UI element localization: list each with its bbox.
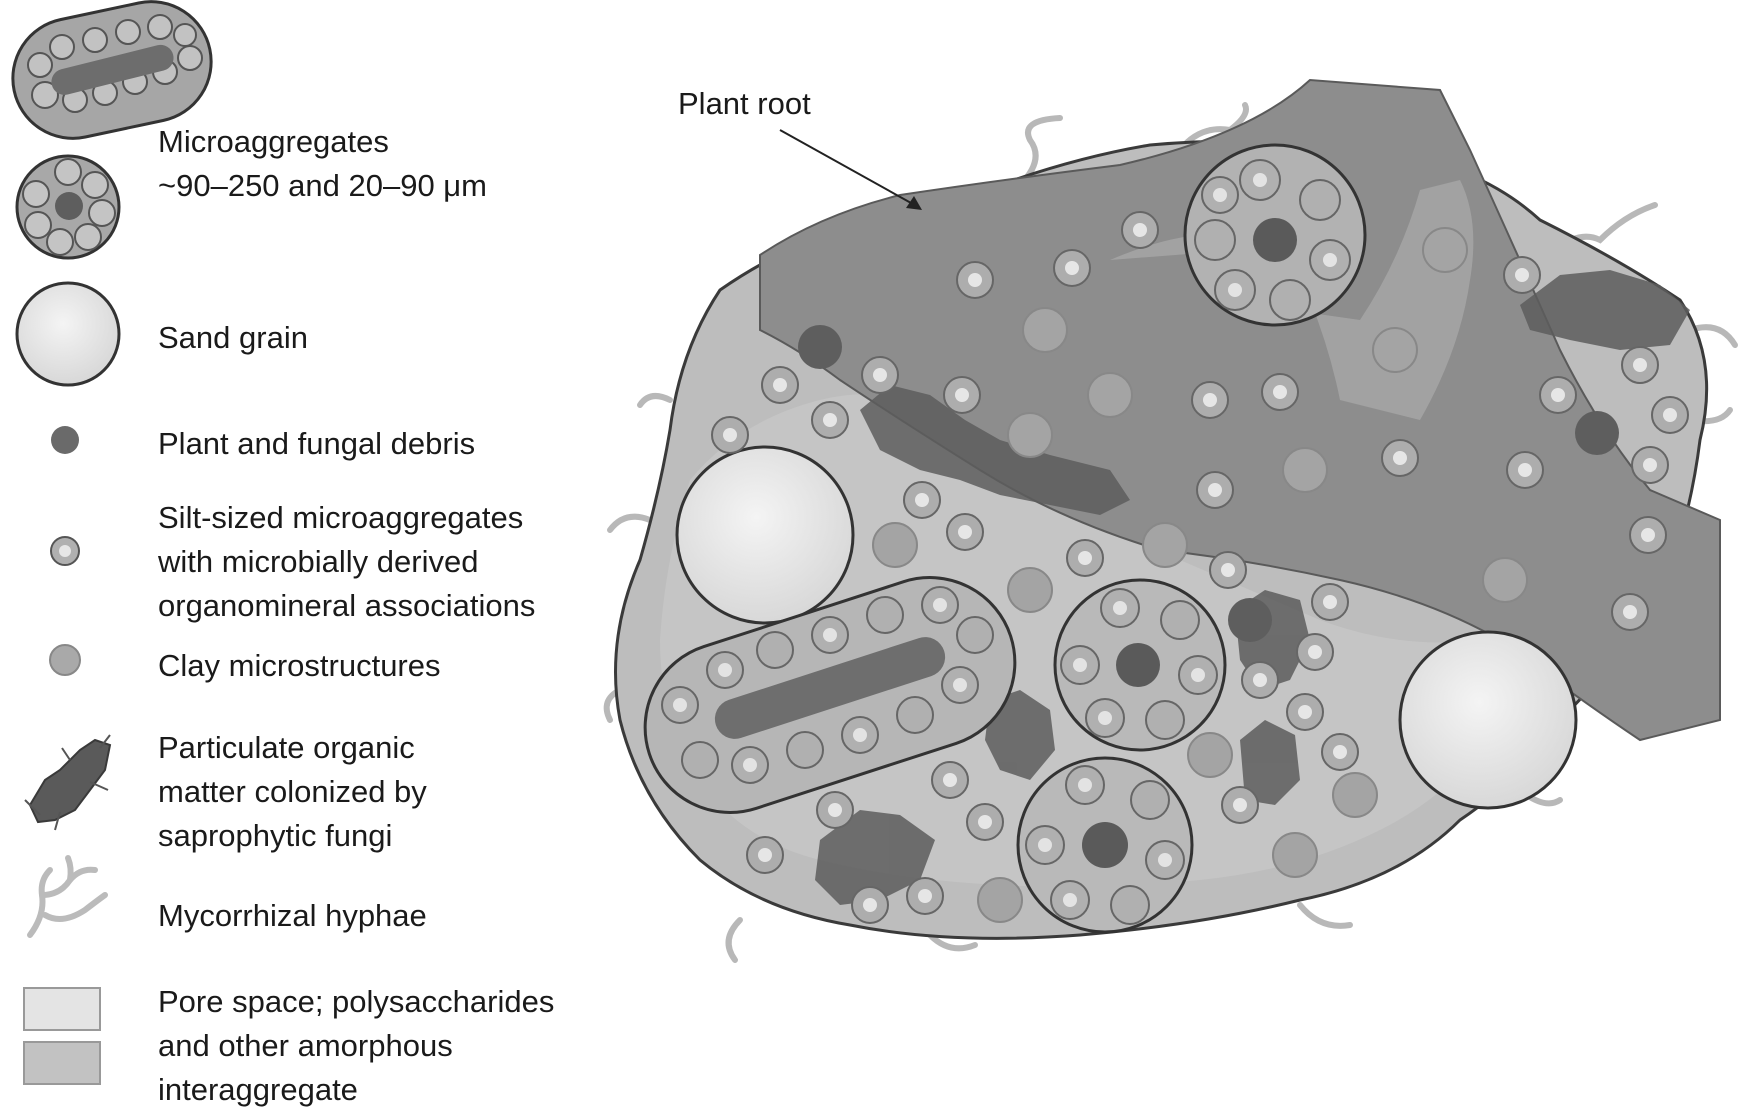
legend-line: Plant and fungal debris <box>158 422 475 466</box>
legend-label-plant-fungal-debris: Plant and fungal debris <box>158 422 475 466</box>
legend-line: Microaggregates <box>158 120 487 164</box>
legend-label-sand-grain: Sand grain <box>158 316 308 360</box>
silt-microaggregate-icon <box>51 537 79 565</box>
sand-grain <box>1400 632 1576 808</box>
legend-line: Mycorrhizal hyphae <box>158 894 427 938</box>
legend-line: and other amorphous <box>158 1024 554 1068</box>
legend-label-mycorrhizal-hyphae: Mycorrhizal hyphae <box>158 894 427 938</box>
plant-root-label: Plant root <box>678 84 811 124</box>
legend-line: Pore space; polysaccharides <box>158 980 554 1024</box>
plant-fungal-debris-icon <box>51 426 79 454</box>
legend-label-silt-microaggregates: Silt-sized microaggregates with microbia… <box>158 496 535 628</box>
clay-microstructure-icon <box>50 645 80 675</box>
mycorrhizal-hyphae-icon <box>30 858 105 935</box>
sand-grain <box>677 447 853 623</box>
pore-space-swatch-dark <box>24 1042 100 1084</box>
legend-line: Sand grain <box>158 316 308 360</box>
microaggregate <box>1055 580 1225 750</box>
plant-root-leader-line <box>780 130 920 208</box>
legend-line: ~90–250 and 20–90 μm <box>158 164 487 208</box>
legend-line: matter colonized by <box>158 770 427 814</box>
legend-label-pore-space: Pore space; polysaccharides and other am… <box>158 980 554 1112</box>
sand-grain-icon <box>17 283 119 385</box>
legend-line: Clay microstructures <box>158 644 441 688</box>
legend-line: saprophytic fungi <box>158 814 427 858</box>
legend-label-clay-microstructures: Clay microstructures <box>158 644 441 688</box>
legend-line: interaggregate <box>158 1068 554 1112</box>
pore-space-swatch-light <box>24 988 100 1030</box>
particulate-organic-matter-icon <box>25 735 110 830</box>
legend-line: Silt-sized microaggregates <box>158 496 535 540</box>
legend-line: Particulate organic <box>158 726 427 770</box>
round-microaggregate-icon <box>17 156 119 258</box>
microaggregate <box>1185 145 1365 325</box>
legend-label-microaggregates: Microaggregates ~90–250 and 20–90 μm <box>158 120 487 208</box>
legend-line: with microbially derived <box>158 540 535 584</box>
microaggregate <box>1018 758 1192 932</box>
legend-label-particulate-organic-matter: Particulate organic matter colonized by … <box>158 726 427 858</box>
legend-line: organomineral associations <box>158 584 535 628</box>
macroaggregate <box>607 80 1735 960</box>
